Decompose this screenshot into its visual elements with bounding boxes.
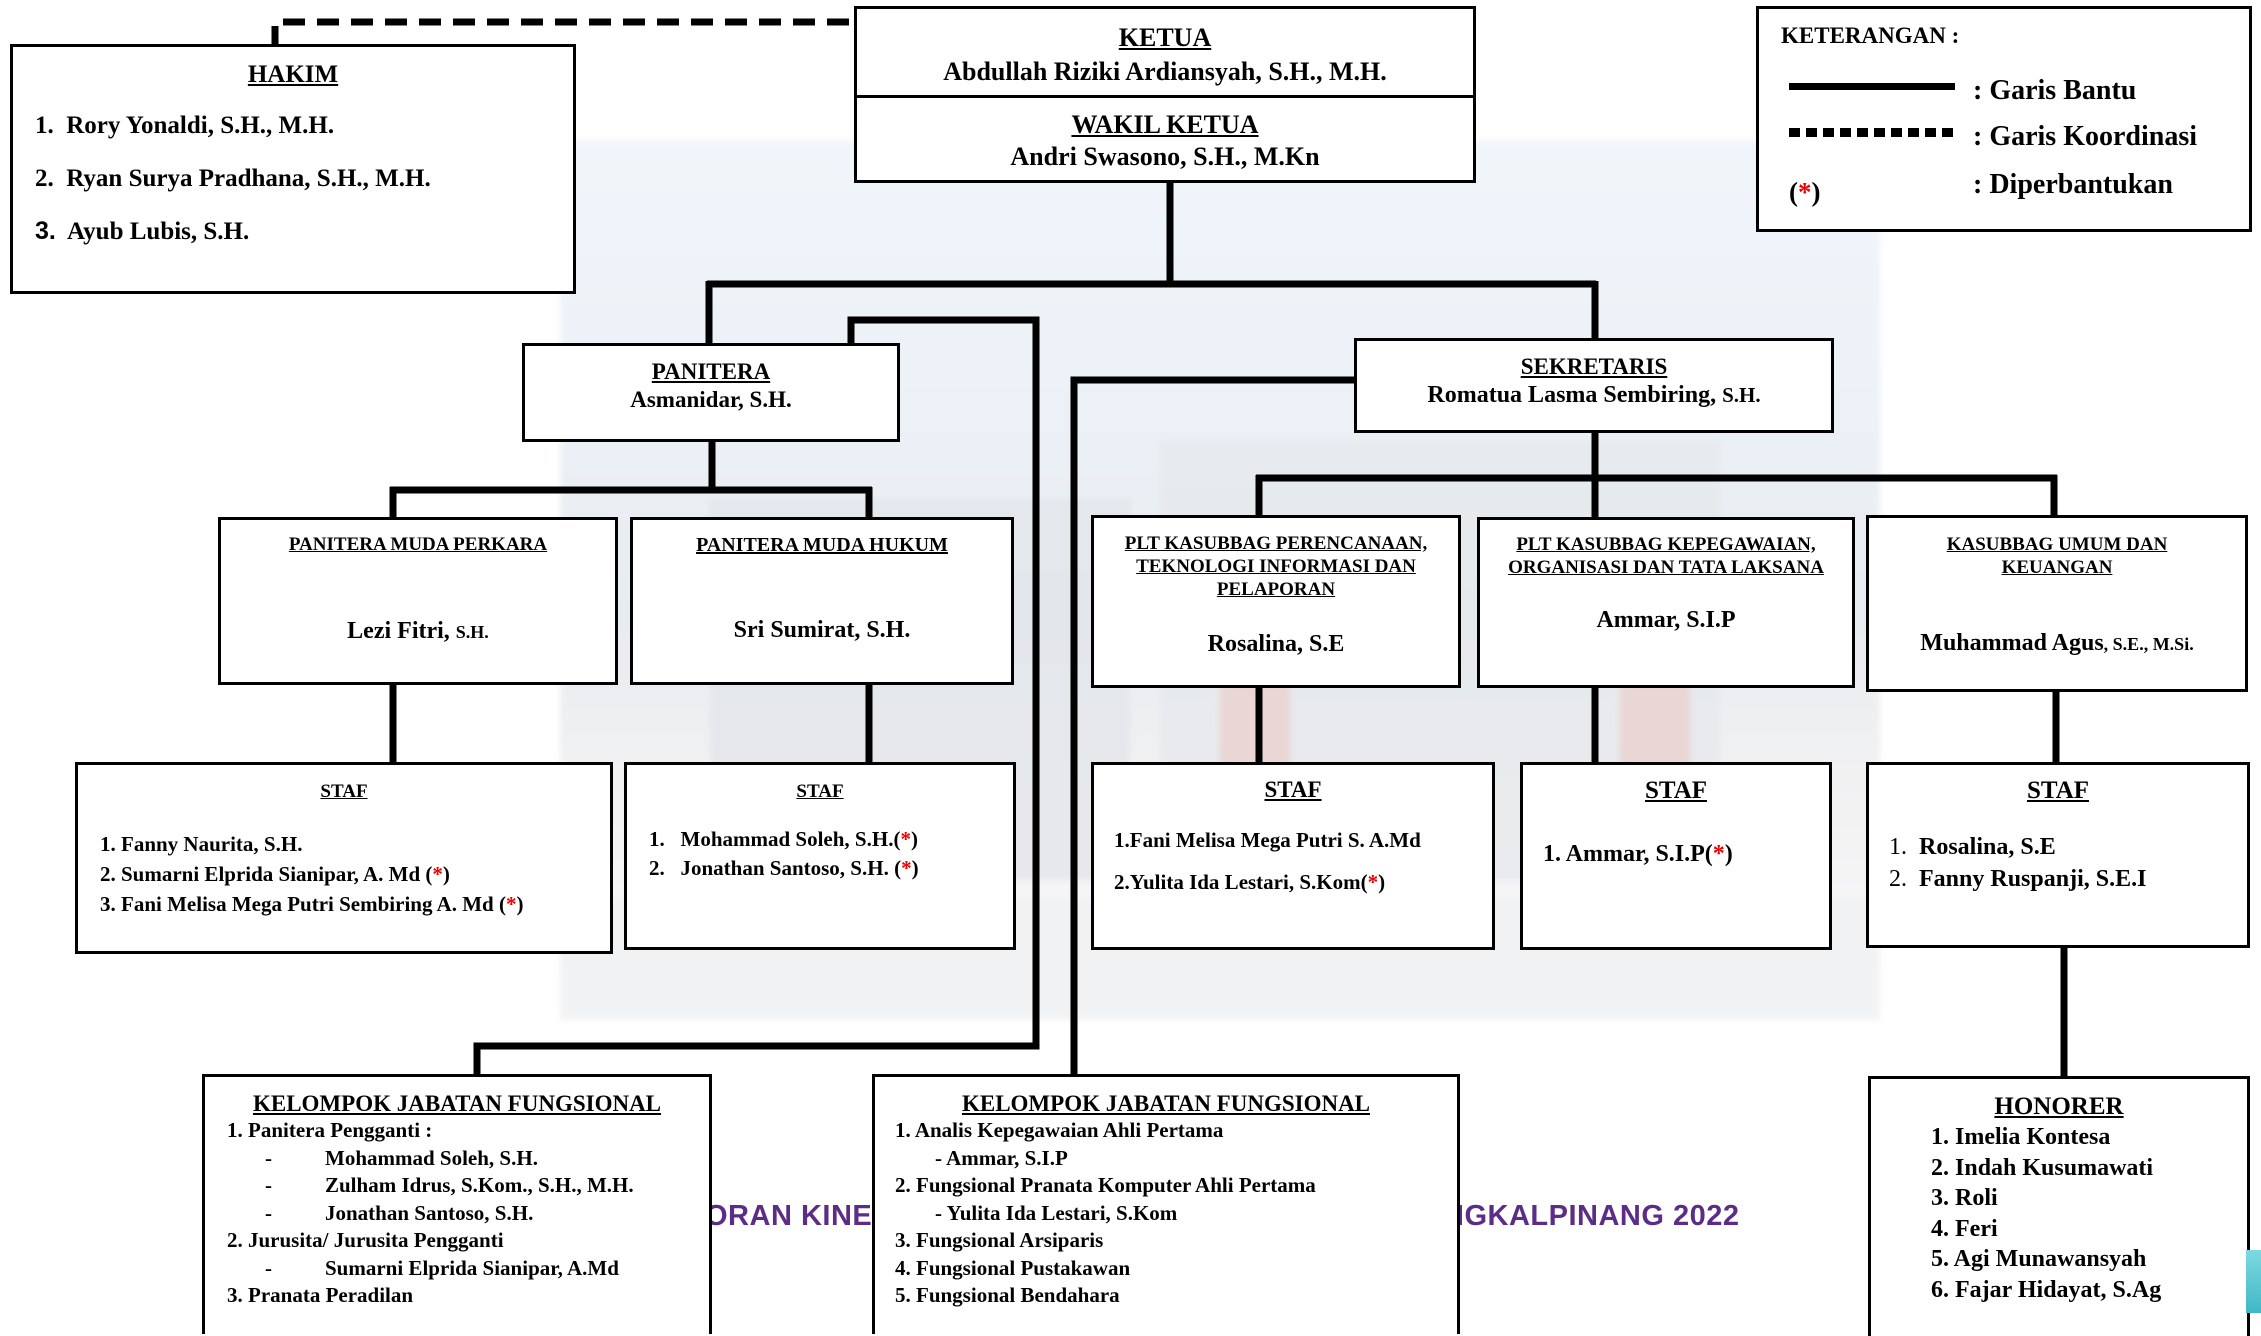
list-item: 4. Feri <box>1931 1215 1998 1242</box>
list-item: 2. Indah Kusumawati <box>1931 1154 2154 1181</box>
list-item: -Sumarni Elprida Sianipar, A.Md <box>265 1255 619 1280</box>
hakim-item: 1. Rory Yonaldi, S.H., M.H. <box>35 112 335 139</box>
ketua-box: KETUA Abdullah Riziki Ardiansyah, S.H., … <box>854 6 1476 98</box>
kjf-left-list: 1. Panitera Pengganti : -Mohammad Soleh,… <box>205 1117 709 1310</box>
staf-umum-list: 1. Rosalina, S.E 2. Fanny Ruspanji, S.E.… <box>1869 831 2247 895</box>
panitera-muda-hukum-box: PANITERA MUDA HUKUM Sri Sumirat, S.H. <box>630 517 1014 685</box>
list-item: 6. Fajar Hidayat, S.Ag <box>1931 1276 2162 1303</box>
panitera-muda-hukum-name: Sri Sumirat, S.H. <box>733 617 911 643</box>
list-item: 3. Fungsional Arsiparis <box>895 1228 1104 1252</box>
list-item: 1. Analis Kepegawaian Ahli Pertama <box>895 1118 1224 1142</box>
page-edge-tab-icon <box>2246 1250 2261 1313</box>
list-item: 3. Fani Melisa Mega Putri Sembiring A. M… <box>100 892 524 916</box>
legend-title: KETERANGAN : <box>1781 23 1960 48</box>
list-item: 2. Sumarni Elprida Sianipar, A. Md (*) <box>100 862 450 886</box>
kasubbag-umum-name: Muhammad Agus, S.E., M.Si. <box>1920 630 2194 656</box>
list-item: 1. Imelia Kontesa <box>1931 1124 2111 1150</box>
wakil-ketua-title: WAKIL KETUA <box>1071 110 1259 139</box>
solid-line-icon <box>1789 83 1955 90</box>
legend-asterisk: (*) <box>1789 177 1821 207</box>
kasubbag-ptip-name: Rosalina, S.E <box>1207 631 1345 657</box>
panitera-name: Asmanidar, S.H. <box>630 387 792 412</box>
list-item: 2. Jurusita/ Jurusita Pengganti <box>227 1228 504 1252</box>
kjf-left-title: KELOMPOK JABATAN FUNGSIONAL <box>252 1091 662 1116</box>
staf-ptip-box: STAF 1.Fani Melisa Mega Putri S. A.Md 2.… <box>1091 762 1495 950</box>
staf-perkara-box: STAF 1. Fanny Naurita, S.H. 2. Sumarni E… <box>75 762 613 954</box>
kasubbag-kot-title: PLT KASUBBAG KEPEGAWAIAN, ORGANISASI DAN… <box>1508 534 1824 578</box>
panitera-muda-hukum-title: PANITERA MUDA HUKUM <box>696 534 948 556</box>
list-item: 4. Fungsional Pustakawan <box>895 1255 1131 1280</box>
honorer-list: 1. Imelia Kontesa 2. Indah Kusumawati 3.… <box>1871 1122 2247 1305</box>
honorer-title: HONORER <box>1994 1093 2124 1120</box>
staf-umum-title: STAF <box>2026 777 2090 804</box>
list-item: 5. Agi Munawansyah <box>1931 1246 2147 1272</box>
list-item: -Zulham Idrus, S.Kom., S.H., M.H. <box>265 1173 634 1197</box>
honorer-box: HONORER 1. Imelia Kontesa 2. Indah Kusum… <box>1868 1076 2250 1336</box>
kjf-left-box: KELOMPOK JABATAN FUNGSIONAL 1. Panitera … <box>202 1074 712 1334</box>
kasubbag-ptip-box: PLT KASUBBAG PERENCANAAN, TEKNOLOGI INFO… <box>1091 515 1461 688</box>
sekretaris-title: SEKRETARIS <box>1520 354 1668 379</box>
staf-hukum-list: 1. Mohammad Soleh, S.H.(*) 2. Jonathan S… <box>627 825 1013 883</box>
list-item: 2. Jonathan Santoso, S.H. (*) <box>649 856 919 880</box>
list-item: 1. Fanny Naurita, S.H. <box>100 832 303 856</box>
kasubbag-umum-title: KASUBBAG UMUM DAN KEUANGAN <box>1946 534 2168 578</box>
list-item: 3. Pranata Peradilan <box>227 1283 414 1307</box>
list-item: 2.Yulita Ida Lestari, S.Kom(*) <box>1114 870 1386 894</box>
staf-kot-list: 1. Ammar, S.I.P(*) <box>1523 841 1829 868</box>
watermark-right: NGKALPINANG 2022 <box>1443 1200 1740 1232</box>
list-item: 3. Roli <box>1931 1185 1998 1211</box>
sekretaris-name: Romatua Lasma Sembiring, S.H. <box>1427 382 1761 408</box>
list-item: 1. Mohammad Soleh, S.H.(*) <box>649 827 918 851</box>
staf-hukum-box: STAF 1. Mohammad Soleh, S.H.(*) 2. Jonat… <box>624 762 1016 950</box>
wakil-ketua-box: WAKIL KETUA Andri Swasono, S.H., M.Kn <box>854 95 1476 183</box>
hakim-list: 1. Rory Yonaldi, S.H., M.H. 2. Ryan Sury… <box>13 99 573 258</box>
hakim-item: 2. Ryan Surya Pradhana, S.H., M.H. <box>35 165 431 192</box>
legend-koordinasi: : Garis Koordinasi <box>1973 121 2198 152</box>
staf-perkara-title: STAF <box>320 781 368 802</box>
panitera-title: PANITERA <box>651 359 771 384</box>
list-item: 5. Fungsional Bendahara <box>895 1283 1120 1307</box>
list-item: 1. Panitera Pengganti : <box>227 1118 433 1142</box>
list-item: -Jonathan Santoso, S.H. <box>265 1200 534 1225</box>
legend-box: KETERANGAN : : Garis Bantu : Garis Koord… <box>1756 6 2252 232</box>
ketua-name: Abdullah Riziki Ardiansyah, S.H., M.H. <box>943 57 1387 86</box>
staf-perkara-list: 1. Fanny Naurita, S.H. 2. Sumarni Elprid… <box>78 829 610 919</box>
staf-ptip-title: STAF <box>1264 777 1322 802</box>
staf-kot-box: STAF 1. Ammar, S.I.P(*) <box>1520 762 1832 950</box>
sekretaris-box: SEKRETARIS Romatua Lasma Sembiring, S.H. <box>1354 338 1834 433</box>
staf-umum-box: STAF 1. Rosalina, S.E 2. Fanny Ruspanji,… <box>1866 762 2250 948</box>
list-item: 1. Ammar, S.I.P(*) <box>1543 841 1733 867</box>
list-item: 2. Fanny Ruspanji, S.E.I <box>1889 866 2147 892</box>
dashed-line-icon <box>1789 128 1955 137</box>
panitera-muda-perkara-name: Lezi Fitri, S.H. <box>347 618 489 644</box>
panitera-muda-perkara-box: PANITERA MUDA PERKARA Lezi Fitri, S.H. <box>218 517 618 685</box>
kasubbag-kot-name: Ammar, S.I.P <box>1596 607 1736 633</box>
list-item: 2. Fungsional Pranata Komputer Ahli Pert… <box>895 1173 1316 1197</box>
hakim-title: HAKIM <box>247 61 339 88</box>
staf-ptip-list: 1.Fani Melisa Mega Putri S. A.Md 2.Yulit… <box>1094 819 1492 903</box>
list-item: -Mohammad Soleh, S.H. <box>265 1145 538 1170</box>
list-item: - Ammar, S.I.P <box>935 1145 1068 1170</box>
list-item: - Yulita Ida Lestari, S.Kom <box>935 1200 1178 1225</box>
kasubbag-ptip-title: PLT KASUBBAG PERENCANAAN, TEKNOLOGI INFO… <box>1124 533 1428 600</box>
list-item: 1.Fani Melisa Mega Putri S. A.Md <box>1114 828 1421 852</box>
legend-diperbantukan: : Diperbantukan <box>1973 169 2173 200</box>
kjf-mid-title: KELOMPOK JABATAN FUNGSIONAL <box>961 1091 1371 1116</box>
kjf-mid-box: KELOMPOK JABATAN FUNGSIONAL 1. Analis Ke… <box>872 1074 1460 1334</box>
list-item: 1. Rosalina, S.E <box>1889 834 2056 860</box>
panitera-box: PANITERA Asmanidar, S.H. <box>522 343 900 442</box>
watermark-left: ORAN KINER <box>705 1200 894 1232</box>
kasubbag-umum-box: KASUBBAG UMUM DAN KEUANGAN Muhammad Agus… <box>1866 515 2248 692</box>
hakim-box: HAKIM 1. Rory Yonaldi, S.H., M.H. 2. Rya… <box>10 44 576 294</box>
panitera-muda-perkara-title: PANITERA MUDA PERKARA <box>288 534 548 555</box>
staf-kot-title: STAF <box>1644 777 1708 804</box>
kasubbag-kot-box: PLT KASUBBAG KEPEGAWAIAN, ORGANISASI DAN… <box>1477 517 1855 688</box>
legend-bantu: : Garis Bantu <box>1973 75 2137 106</box>
wakil-ketua-name: Andri Swasono, S.H., M.Kn <box>1010 142 1320 171</box>
hakim-item: 3. Ayub Lubis, S.H. <box>35 217 250 245</box>
kjf-mid-list: 1. Analis Kepegawaian Ahli Pertama - Amm… <box>875 1117 1457 1310</box>
staf-hukum-title: STAF <box>796 781 844 802</box>
ketua-title: KETUA <box>1118 23 1212 52</box>
